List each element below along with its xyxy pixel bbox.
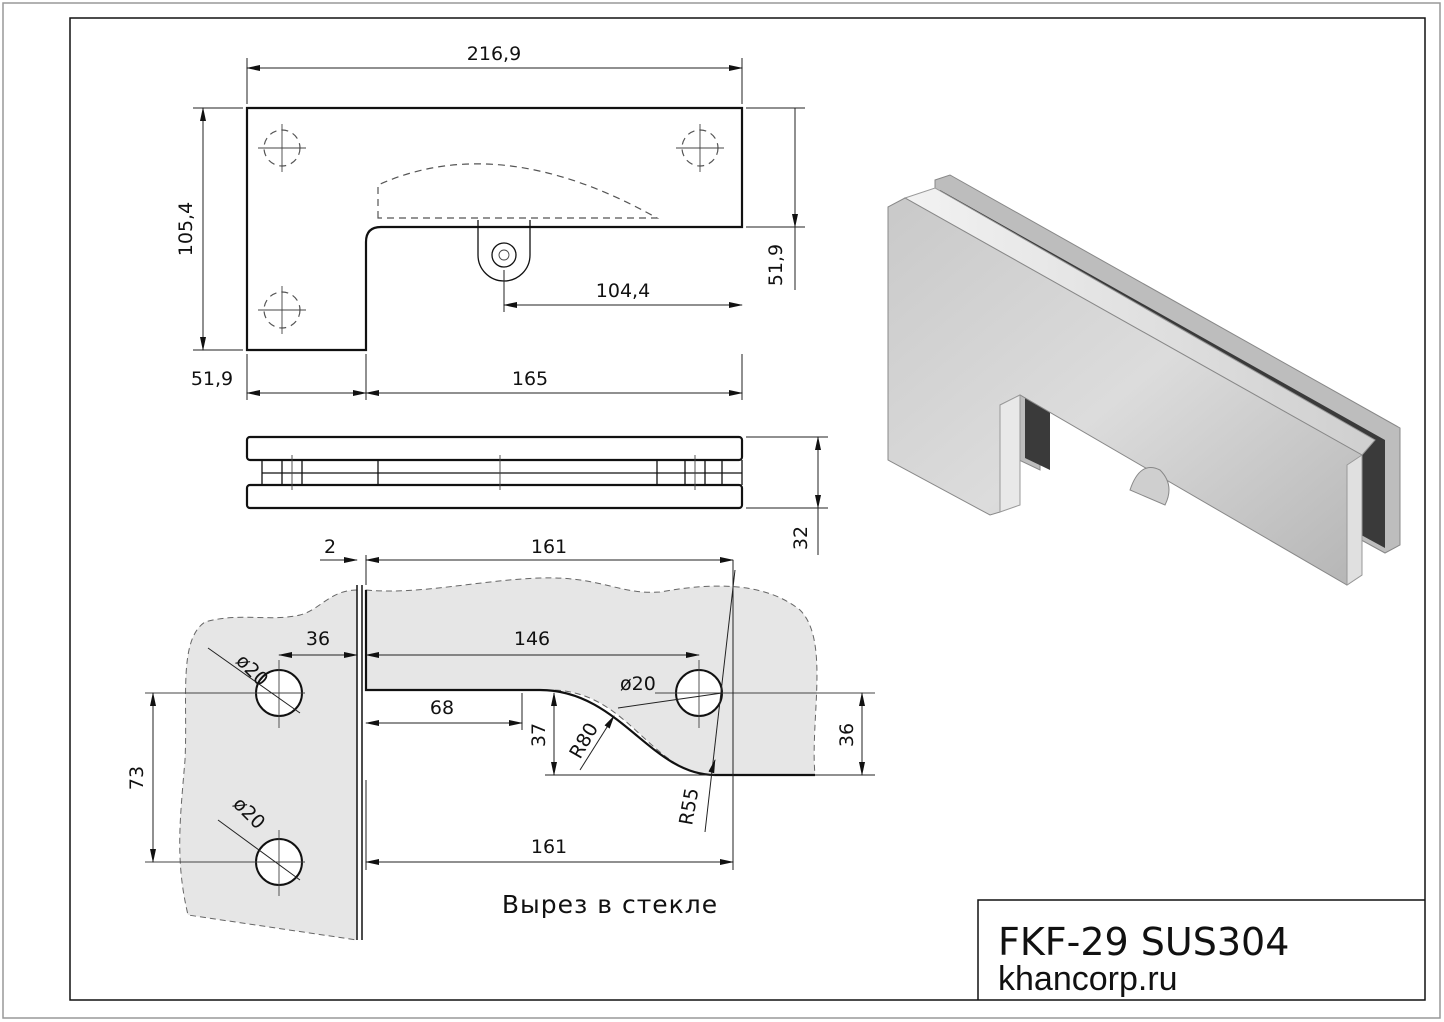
isometric-render xyxy=(887,174,1401,586)
glass-cutout-view: ø20 ø20 ø20 2 161 36 146 68 37 R80 R55 1… xyxy=(126,536,875,941)
cutout-caption: Вырез в стекле xyxy=(502,890,718,919)
dim-hole-dia-3: ø20 xyxy=(620,673,656,695)
side-view: 32 xyxy=(245,435,828,555)
top-view: 216,9 105,4 51,9 104,4 51,9 165 xyxy=(175,43,805,400)
dim-hole-span: 146 xyxy=(514,628,550,650)
dim-width-total: 216,9 xyxy=(467,43,521,65)
hidden-hinge-arc xyxy=(377,163,660,219)
dim-left-width: 51,9 xyxy=(191,368,233,390)
dim-right-height: 36 xyxy=(836,723,858,747)
dim-radius-1: R80 xyxy=(565,719,603,762)
dim-gap: 2 xyxy=(324,536,336,558)
dim-thickness: 32 xyxy=(790,526,812,550)
dim-height-total: 105,4 xyxy=(175,202,197,256)
model-title: FKF-29 SUS304 xyxy=(998,920,1289,964)
dim-step-height: 37 xyxy=(528,723,550,747)
dim-flat-length: 68 xyxy=(430,697,454,719)
glass-holes xyxy=(145,647,875,896)
glass-left xyxy=(179,589,358,941)
dim-pivot-offset: 104,4 xyxy=(596,280,650,302)
dim-radius-2: R55 xyxy=(675,786,703,827)
mount-holes xyxy=(258,124,724,334)
dim-hole-offset: 36 xyxy=(306,628,330,650)
dim-top-length: 161 xyxy=(531,536,567,558)
dim-hole-vertical-span: 73 xyxy=(126,766,148,790)
glass-right xyxy=(365,577,818,776)
website-link[interactable]: khancorp.ru xyxy=(998,960,1178,998)
dim-notch-height: 51,9 xyxy=(765,244,787,286)
dim-right-width: 165 xyxy=(512,368,548,390)
title-block: FKF-29 SUS304 khancorp.ru xyxy=(977,899,1425,1000)
drawing-frame xyxy=(69,17,1426,1001)
pivot-hole xyxy=(491,242,517,268)
bracket-outline xyxy=(245,106,744,352)
dim-bottom-length: 161 xyxy=(531,836,567,858)
